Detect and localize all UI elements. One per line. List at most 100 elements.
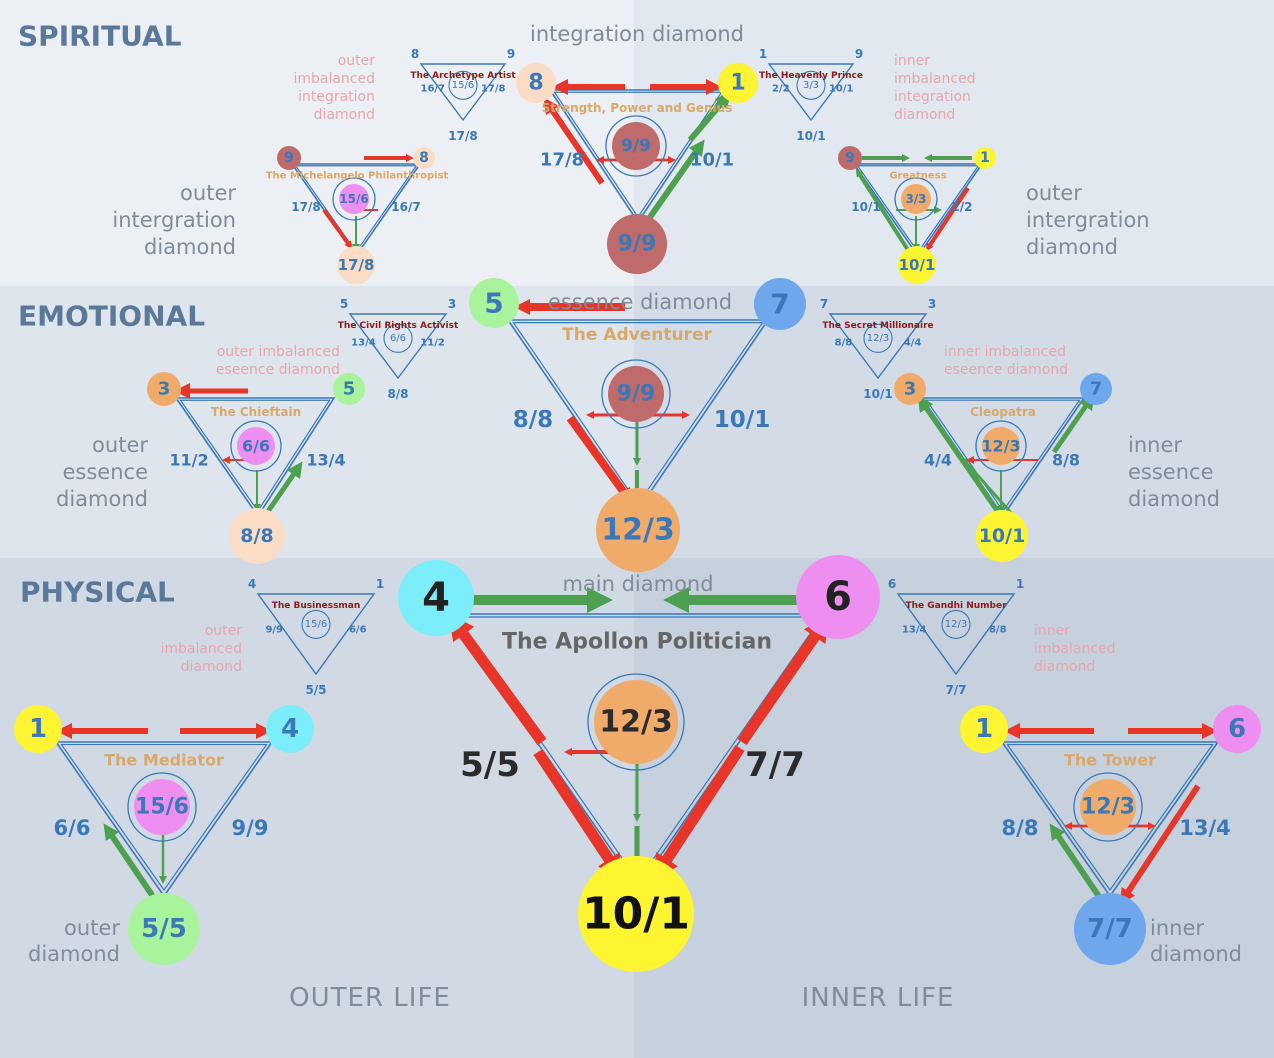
title-inner: The Tower	[1064, 751, 1156, 770]
bottom-node-label-outer: 5/5	[141, 914, 187, 944]
center-ring-outer_essence	[230, 420, 282, 472]
label-outer-integration-diamond-line-0: outer	[180, 181, 236, 205]
right-node-label-outer: 4	[281, 714, 299, 744]
left-edge-label-outer_essence: 11/2	[169, 451, 208, 470]
label-inner-imbalanced-essence-line-0: inner imbalanced	[944, 344, 1066, 360]
left-node-inner_integration	[838, 146, 862, 170]
arrow-inner-integration-right-down	[925, 186, 970, 252]
label-inner-imbalanced-integration-line-2: integration	[894, 89, 971, 105]
left-node-label-integration: 8	[528, 71, 543, 96]
left-node-label-inner_integration: 9	[845, 150, 855, 166]
center-ring-main	[587, 673, 685, 771]
title-outer_essence: The Chieftain	[211, 405, 301, 419]
center-label-integration: 9/9	[621, 136, 651, 156]
arrow-integration-left-up	[543, 97, 605, 185]
center-label-essence: 9/9	[617, 382, 656, 407]
right-node-inner_integration	[974, 147, 996, 169]
left-edge-label-essence: 8/8	[513, 407, 553, 433]
triangle-outer-inner	[60, 743, 268, 892]
arrow-main-right-down	[652, 744, 745, 881]
left-node-integration	[516, 63, 556, 103]
center-circle-inner_integration	[901, 184, 931, 214]
left-node-outer_essence	[147, 372, 181, 406]
left-edge-label-outer_imbalanced_integration: 16/7	[420, 84, 445, 95]
left-corner-inner_imbalanced_essence: 7	[820, 297, 828, 311]
right-node-label-inner_integration: 1	[980, 150, 990, 166]
right-node-main	[796, 555, 880, 639]
center-circle-main	[594, 680, 678, 764]
left-node-outer_integration	[277, 146, 301, 170]
triangle-integration-outer	[548, 89, 728, 224]
left-node-main	[398, 560, 474, 636]
right-corner-outer_imbalanced_integration: 9	[507, 47, 515, 61]
triangle-essence-inner	[512, 322, 764, 506]
left-edge-label-inner_integration: 10/1	[851, 200, 880, 214]
center-circle-essence	[608, 366, 664, 422]
right-edge-label-outer_imbalanced_essence: 11/2	[420, 337, 445, 348]
label-inner-diamond-line-1: diamond	[1150, 942, 1242, 966]
right-corner-inner_imbalanced_essence: 3	[928, 297, 936, 311]
right-node-integration	[718, 63, 758, 103]
title-main: The Apollon Politician	[502, 630, 772, 655]
left-node-outer	[14, 705, 62, 753]
left-node-essence	[469, 278, 519, 328]
title-outer_imbalanced_integration: The Archetype Artist	[410, 71, 516, 81]
left-corner-outer_imbalanced_integration: 8	[411, 47, 419, 61]
left-node-label-essence: 5	[484, 287, 503, 320]
right-node-outer_essence	[333, 373, 365, 405]
center-ring-inner_imbalanced	[941, 609, 971, 639]
left-edge-label-inner: 8/8	[1002, 816, 1039, 840]
spiritual-band-left	[0, 0, 634, 286]
center-label-inner_integration: 3/3	[905, 192, 926, 206]
triangle-inner_essence-inner	[925, 399, 1081, 513]
left-node-label-main: 4	[422, 575, 450, 621]
center-ring-outer_imbalanced_essence	[383, 323, 413, 353]
center-label-outer_imbalanced_essence: 6/6	[390, 333, 406, 344]
right-node-label-integration: 1	[730, 71, 745, 96]
center-label-inner: 12/3	[1081, 795, 1135, 820]
title-integration: Strength, Power and Genius	[542, 101, 733, 115]
center-ring-outer_imbalanced_integration	[448, 70, 478, 100]
bottom-node-label-essence: 12/3	[601, 513, 675, 548]
left-edge-label-outer_imbalanced: 9/9	[265, 625, 283, 636]
right-node-label-inner_essence: 7	[1090, 379, 1103, 400]
center-ring-essence	[601, 359, 671, 429]
center-label-outer_imbalanced: 15/6	[305, 619, 327, 630]
label-main-diamond: main diamond	[562, 572, 713, 596]
right-node-label-outer_integration: 8	[419, 150, 429, 166]
center-label-inner_imbalanced_essence: 12/3	[867, 333, 889, 344]
bottom-node-inner	[1074, 893, 1146, 965]
title-outer: The Mediator	[104, 751, 224, 770]
heading-physical: PHYSICAL	[20, 576, 175, 609]
arrow-inner-essence-left-up	[917, 395, 1001, 514]
center-label-main: 12/3	[599, 705, 673, 740]
center-circle-outer_essence	[237, 427, 275, 465]
triangle-outer-outer	[54, 741, 274, 898]
title-outer_integration: The Michelangelo Philanthropist	[266, 171, 449, 182]
left-edge-label-inner_imbalanced: 13/4	[902, 625, 927, 636]
center-ring-outer	[127, 772, 197, 842]
left-node-label-inner: 1	[975, 714, 993, 744]
triangle-outer_imbalanced_essence	[348, 313, 448, 380]
arrow-main-left-up	[448, 613, 547, 746]
footer-inner-life: INNER LIFE	[802, 983, 955, 1013]
center-ring-inner	[1073, 772, 1143, 842]
center-circle-inner_essence	[982, 427, 1020, 465]
arrow-integration-right-top	[687, 91, 732, 142]
bottom-node-label-main: 10/1	[582, 889, 690, 940]
right-edge-label-inner_imbalanced_integration: 10/1	[829, 84, 854, 95]
right-edge-label-inner: 13/4	[1179, 816, 1231, 840]
center-label-inner_essence: 12/3	[981, 437, 1020, 456]
center-circle-outer	[134, 779, 190, 835]
label-inner-integration-diamond-line-0: outer	[1026, 181, 1082, 205]
label-inner-integration-diamond-line-2: diamond	[1026, 235, 1118, 259]
label-outer-diamond-line-1: diamond	[28, 942, 120, 966]
triangle-inner_integration-outer	[852, 163, 984, 258]
center-label-outer_imbalanced_integration: 15/6	[452, 80, 474, 91]
left-edge-label-main: 5/5	[460, 745, 520, 785]
right-corner-outer_imbalanced: 1	[376, 577, 384, 591]
right-edge-label-outer_essence: 13/4	[306, 451, 345, 470]
left-edge-label-integration: 17/8	[540, 150, 584, 171]
arrow-main-left-down	[533, 748, 624, 881]
heading-spiritual: SPIRITUAL	[18, 20, 182, 53]
